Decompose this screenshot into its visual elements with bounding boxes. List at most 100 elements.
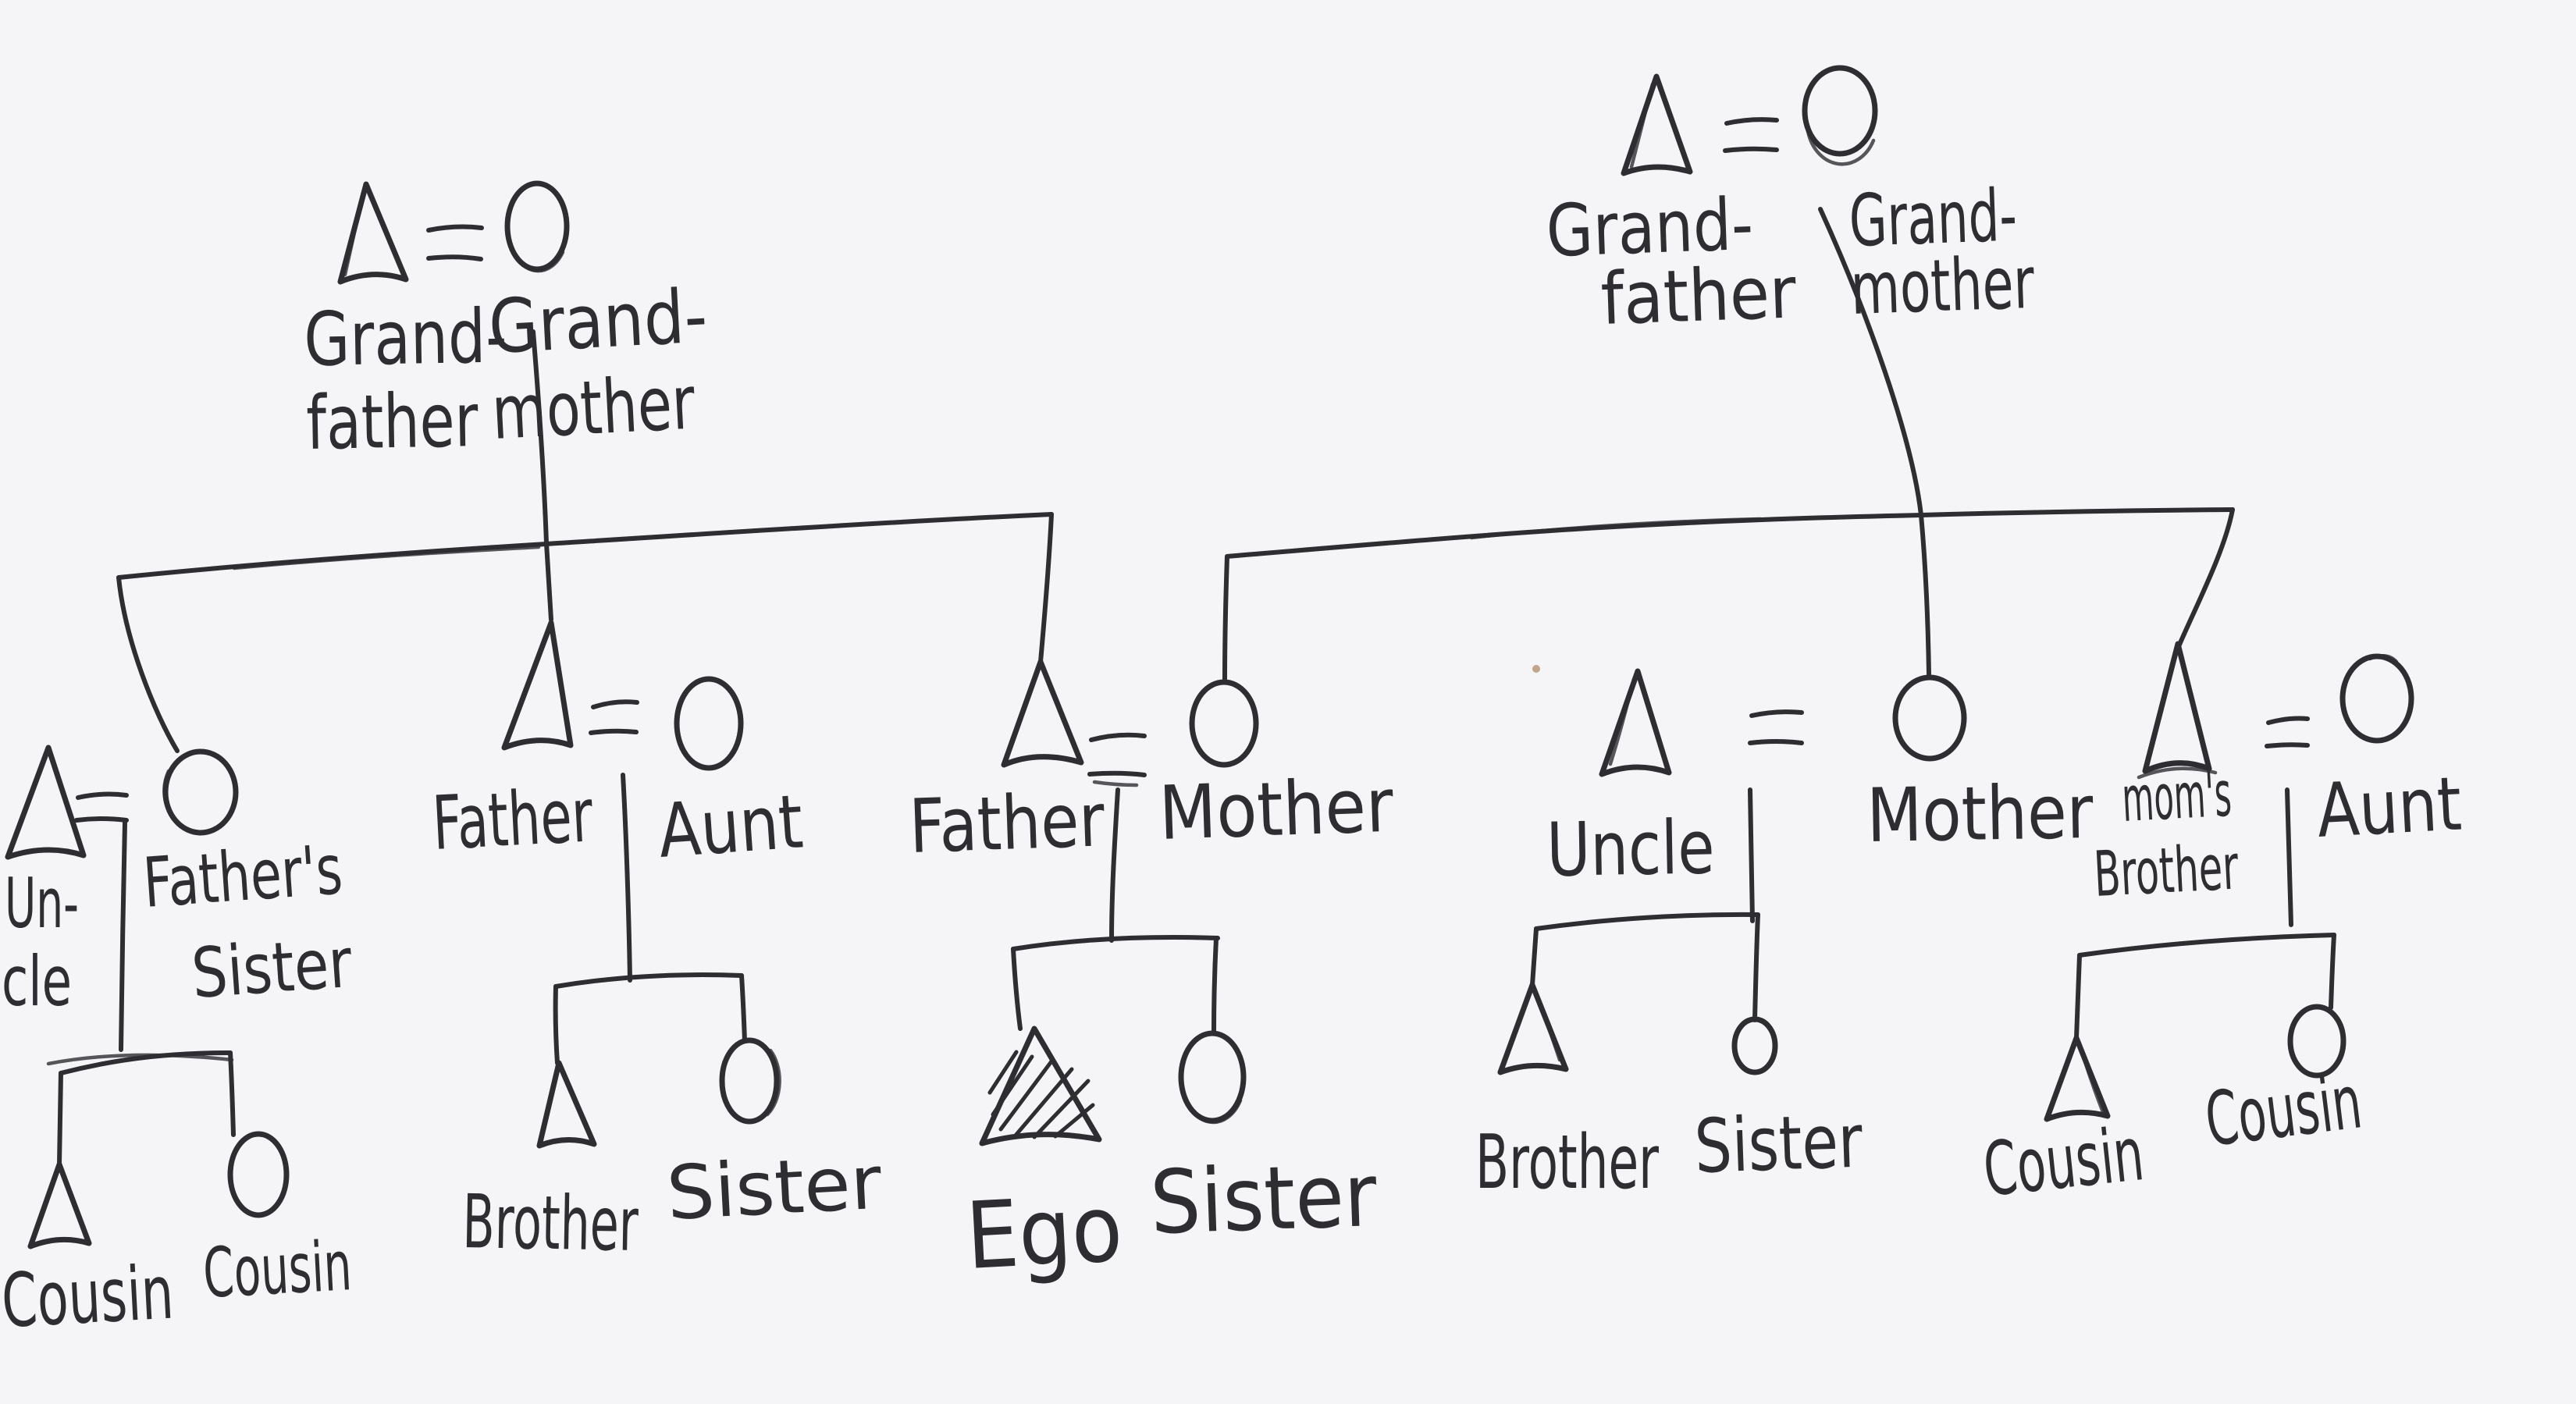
descent-line bbox=[531, 329, 553, 622]
label-maternal-cousin-female: Cousin bbox=[2201, 1059, 2366, 1164]
sketch-overstroke bbox=[1608, 677, 1636, 766]
descent-line bbox=[2329, 933, 2336, 1010]
sketch-overstroke bbox=[1533, 989, 1562, 1062]
descent-line bbox=[2074, 953, 2082, 1040]
sketch-overstroke bbox=[2368, 654, 2399, 664]
marriage-descent-line bbox=[621, 773, 632, 983]
sibling-line bbox=[2077, 933, 2336, 958]
maternal-cousin-female-circle-icon bbox=[2287, 1004, 2347, 1079]
label-sister: Sister bbox=[1148, 1145, 1379, 1254]
maternal-cousin-male-triangle-icon bbox=[2044, 1035, 2111, 1122]
label-paternal-grandmother-line2: mother bbox=[489, 360, 697, 456]
label-paternal-grandmother-line1: Grand- bbox=[486, 273, 709, 371]
label-paternal-cousin-female: Cousin bbox=[201, 1225, 354, 1313]
descent-line bbox=[553, 984, 560, 1065]
marriage-descent-line bbox=[1109, 787, 1120, 943]
label-paternal-uncle-line1: Un- bbox=[5, 863, 79, 944]
descent-line bbox=[1212, 936, 1219, 1034]
sketch-overstroke bbox=[162, 769, 176, 820]
marriage-descent-line bbox=[119, 820, 127, 1052]
paternal-uncle-triangle-icon bbox=[5, 745, 87, 860]
label-maternal-sister: Sister bbox=[1693, 1099, 1864, 1190]
label-maternal-grandmother-line2: mother bbox=[1849, 241, 2036, 331]
label-paternal-grandfather-line2: father bbox=[305, 378, 479, 467]
label-maternal-grandfather-line2: father bbox=[1599, 251, 1798, 341]
marriage-equals-icon bbox=[76, 791, 129, 800]
marriage-equals-icon bbox=[591, 699, 639, 709]
label-mothers-sister: Mother bbox=[1866, 770, 2094, 859]
sketch-overstroke bbox=[228, 1151, 244, 1209]
maternal-uncle-triangle-icon bbox=[1599, 668, 1672, 777]
sketch-overstroke bbox=[232, 545, 541, 570]
descent-line bbox=[1818, 207, 1931, 677]
father-brother-triangle-icon bbox=[501, 620, 574, 751]
marriage-equals-icon bbox=[1748, 739, 1804, 745]
sibling-line bbox=[553, 972, 744, 989]
label-maternal-grandmother-line1: Grand- bbox=[1848, 174, 2019, 263]
sketch-overstroke bbox=[2077, 1042, 2105, 1114]
label-paternal-grandfather-line1: Grand- bbox=[303, 293, 507, 383]
sketch-overstroke bbox=[1182, 1092, 1243, 1125]
sketch-overstroke bbox=[343, 188, 366, 277]
sketch-overstroke bbox=[46, 1053, 234, 1066]
sketch-overstroke bbox=[48, 751, 80, 836]
descent-line bbox=[739, 973, 747, 1043]
marriage-descent-line bbox=[1748, 787, 1755, 923]
sibling-line bbox=[59, 1050, 233, 1075]
paternal-sister-circle-icon bbox=[719, 1037, 780, 1125]
paper-speck bbox=[1532, 665, 1540, 673]
descent-line bbox=[1011, 947, 1023, 1031]
label-moms-brother-line1: mom's bbox=[2120, 758, 2233, 836]
marriage-equals-icon bbox=[2266, 716, 2310, 725]
label-maternal-uncle: Uncle bbox=[1546, 805, 1715, 894]
marriage-equals-icon bbox=[1724, 117, 1779, 126]
descent-line bbox=[1530, 926, 1539, 987]
marriage-equals-icon bbox=[1749, 709, 1804, 718]
paternal-brother-triangle-icon bbox=[536, 1060, 597, 1149]
marriage-equals-icon bbox=[74, 816, 129, 823]
sketch-overstroke bbox=[1469, 517, 1763, 540]
marriage-equals-icon bbox=[426, 254, 483, 261]
marriage-equals-icon bbox=[1087, 770, 1147, 777]
marriage-equals-icon bbox=[589, 728, 639, 735]
label-paternal-sister: Sister bbox=[664, 1140, 884, 1237]
marriage-equals-icon bbox=[1723, 146, 1779, 153]
marriage-descent-line bbox=[2285, 787, 2293, 927]
label-ego: Ego bbox=[963, 1175, 1125, 1290]
maternal-grandfather-triangle-icon bbox=[1621, 73, 1693, 176]
label-mother: Mother bbox=[1158, 763, 1395, 857]
label-maternal-brother: Brother bbox=[1475, 1120, 1660, 1206]
marriage-equals-icon bbox=[1089, 732, 1147, 742]
label-fathers-sister-line2: Sister bbox=[189, 922, 354, 1014]
label-paternal-aunt: Aunt bbox=[656, 779, 806, 875]
paternal-cousin-male-triangle-icon bbox=[27, 1161, 92, 1249]
sketch-overstroke bbox=[1629, 82, 1655, 169]
paternal-grandfather-triangle-icon bbox=[337, 181, 409, 285]
moms-brother-triangle-icon bbox=[2142, 641, 2212, 774]
descent-line bbox=[1038, 512, 1054, 664]
label-moms-brother-line2: Brother bbox=[2092, 830, 2240, 911]
descent-line bbox=[1222, 554, 1229, 684]
label-fathers-sister-line1: Father's bbox=[141, 829, 345, 923]
label-maternal-cousin-male: Cousin bbox=[1980, 1111, 2147, 1214]
descent-line bbox=[57, 1071, 63, 1167]
sketch-overstroke bbox=[1092, 780, 1139, 787]
descent-line bbox=[2177, 507, 2235, 647]
paternal-aunt-circle-icon bbox=[674, 676, 744, 771]
label-father-brother: Father bbox=[430, 773, 595, 867]
sketch-overstroke bbox=[765, 1048, 781, 1117]
sibling-line bbox=[1534, 912, 1760, 931]
label-paternal-uncle-line2: cle bbox=[2, 941, 72, 1022]
mothers-sister-circle-icon bbox=[1892, 674, 1967, 762]
label-maternal-aunt: Aunt bbox=[2314, 761, 2464, 855]
label-paternal-brother: Brother bbox=[462, 1179, 639, 1268]
label-paternal-cousin-male: Cousin bbox=[0, 1250, 176, 1345]
sketch-overstroke bbox=[2137, 766, 2218, 780]
marriage-equals-icon bbox=[2265, 742, 2310, 748]
descent-line bbox=[116, 575, 180, 753]
descent-line bbox=[1752, 912, 1760, 1022]
label-maternal-grandfather-line1: Grand- bbox=[1545, 183, 1755, 273]
